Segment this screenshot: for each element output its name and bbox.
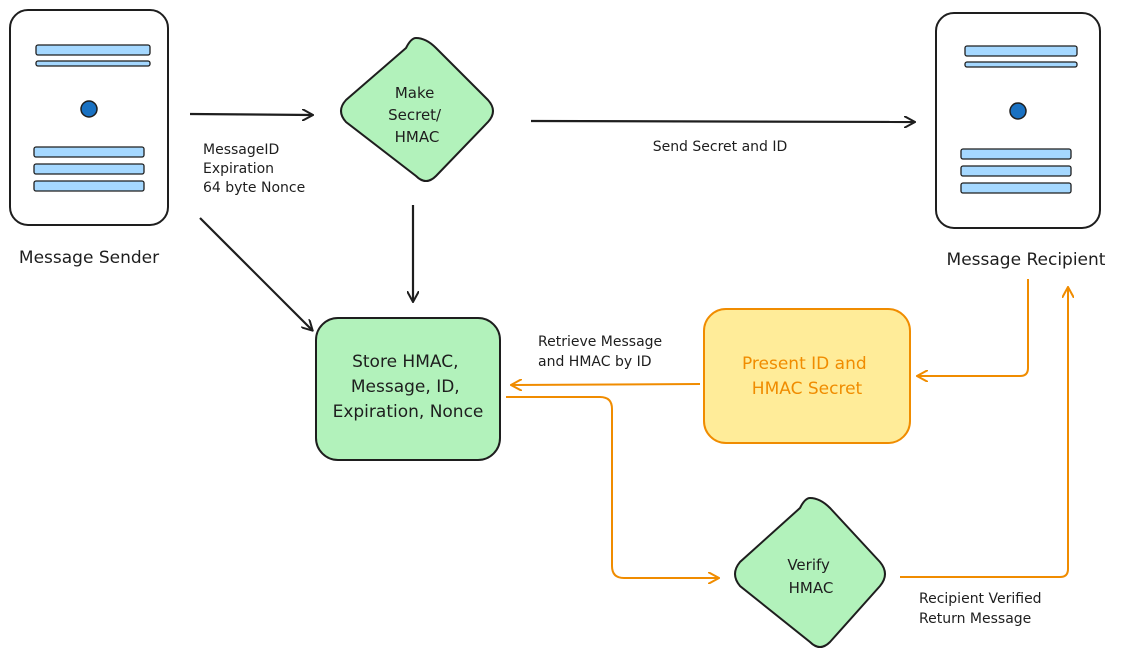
recipient-label: Message Recipient: [947, 250, 1106, 270]
edge-make-to-recipient: [530, 121, 914, 122]
sender-to-make-label: MessageID Expiration 64 byte Nonce: [203, 142, 305, 196]
verify-diamond: Verify HMAC: [734, 496, 886, 648]
sender-server-icon: [9, 9, 169, 226]
sender-label: Message Sender: [19, 248, 159, 268]
store-label: Store HMAC, Message, ID, Expiration, Non…: [333, 352, 484, 422]
edge-sender-to-make: [189, 114, 312, 115]
verify-label: Verify HMAC: [787, 556, 834, 597]
present-label: Present ID and HMAC Secret: [742, 354, 872, 399]
store-node: Store HMAC, Message, ID, Expiration, Non…: [315, 317, 501, 461]
edge-recipient-to-present: [918, 279, 1029, 376]
make-secret-diamond: Make Secret/ HMAC: [340, 36, 494, 182]
edge-present-to-store: [512, 384, 701, 385]
verified-label: Recipient Verified Return Message: [919, 591, 1046, 627]
retrieve-label: Retrieve Message and HMAC by ID: [538, 334, 667, 370]
make-secret-label: Make Secret/ HMAC: [388, 84, 446, 146]
edge-sender-to-store: [199, 217, 312, 330]
edge-verify-to-recipient: [900, 288, 1068, 578]
edge-store-to-verify: [506, 396, 718, 578]
send-secret-label: Send Secret and ID: [653, 139, 788, 155]
present-node: Present ID and HMAC Secret: [703, 308, 911, 444]
recipient-server-icon: [935, 12, 1101, 229]
